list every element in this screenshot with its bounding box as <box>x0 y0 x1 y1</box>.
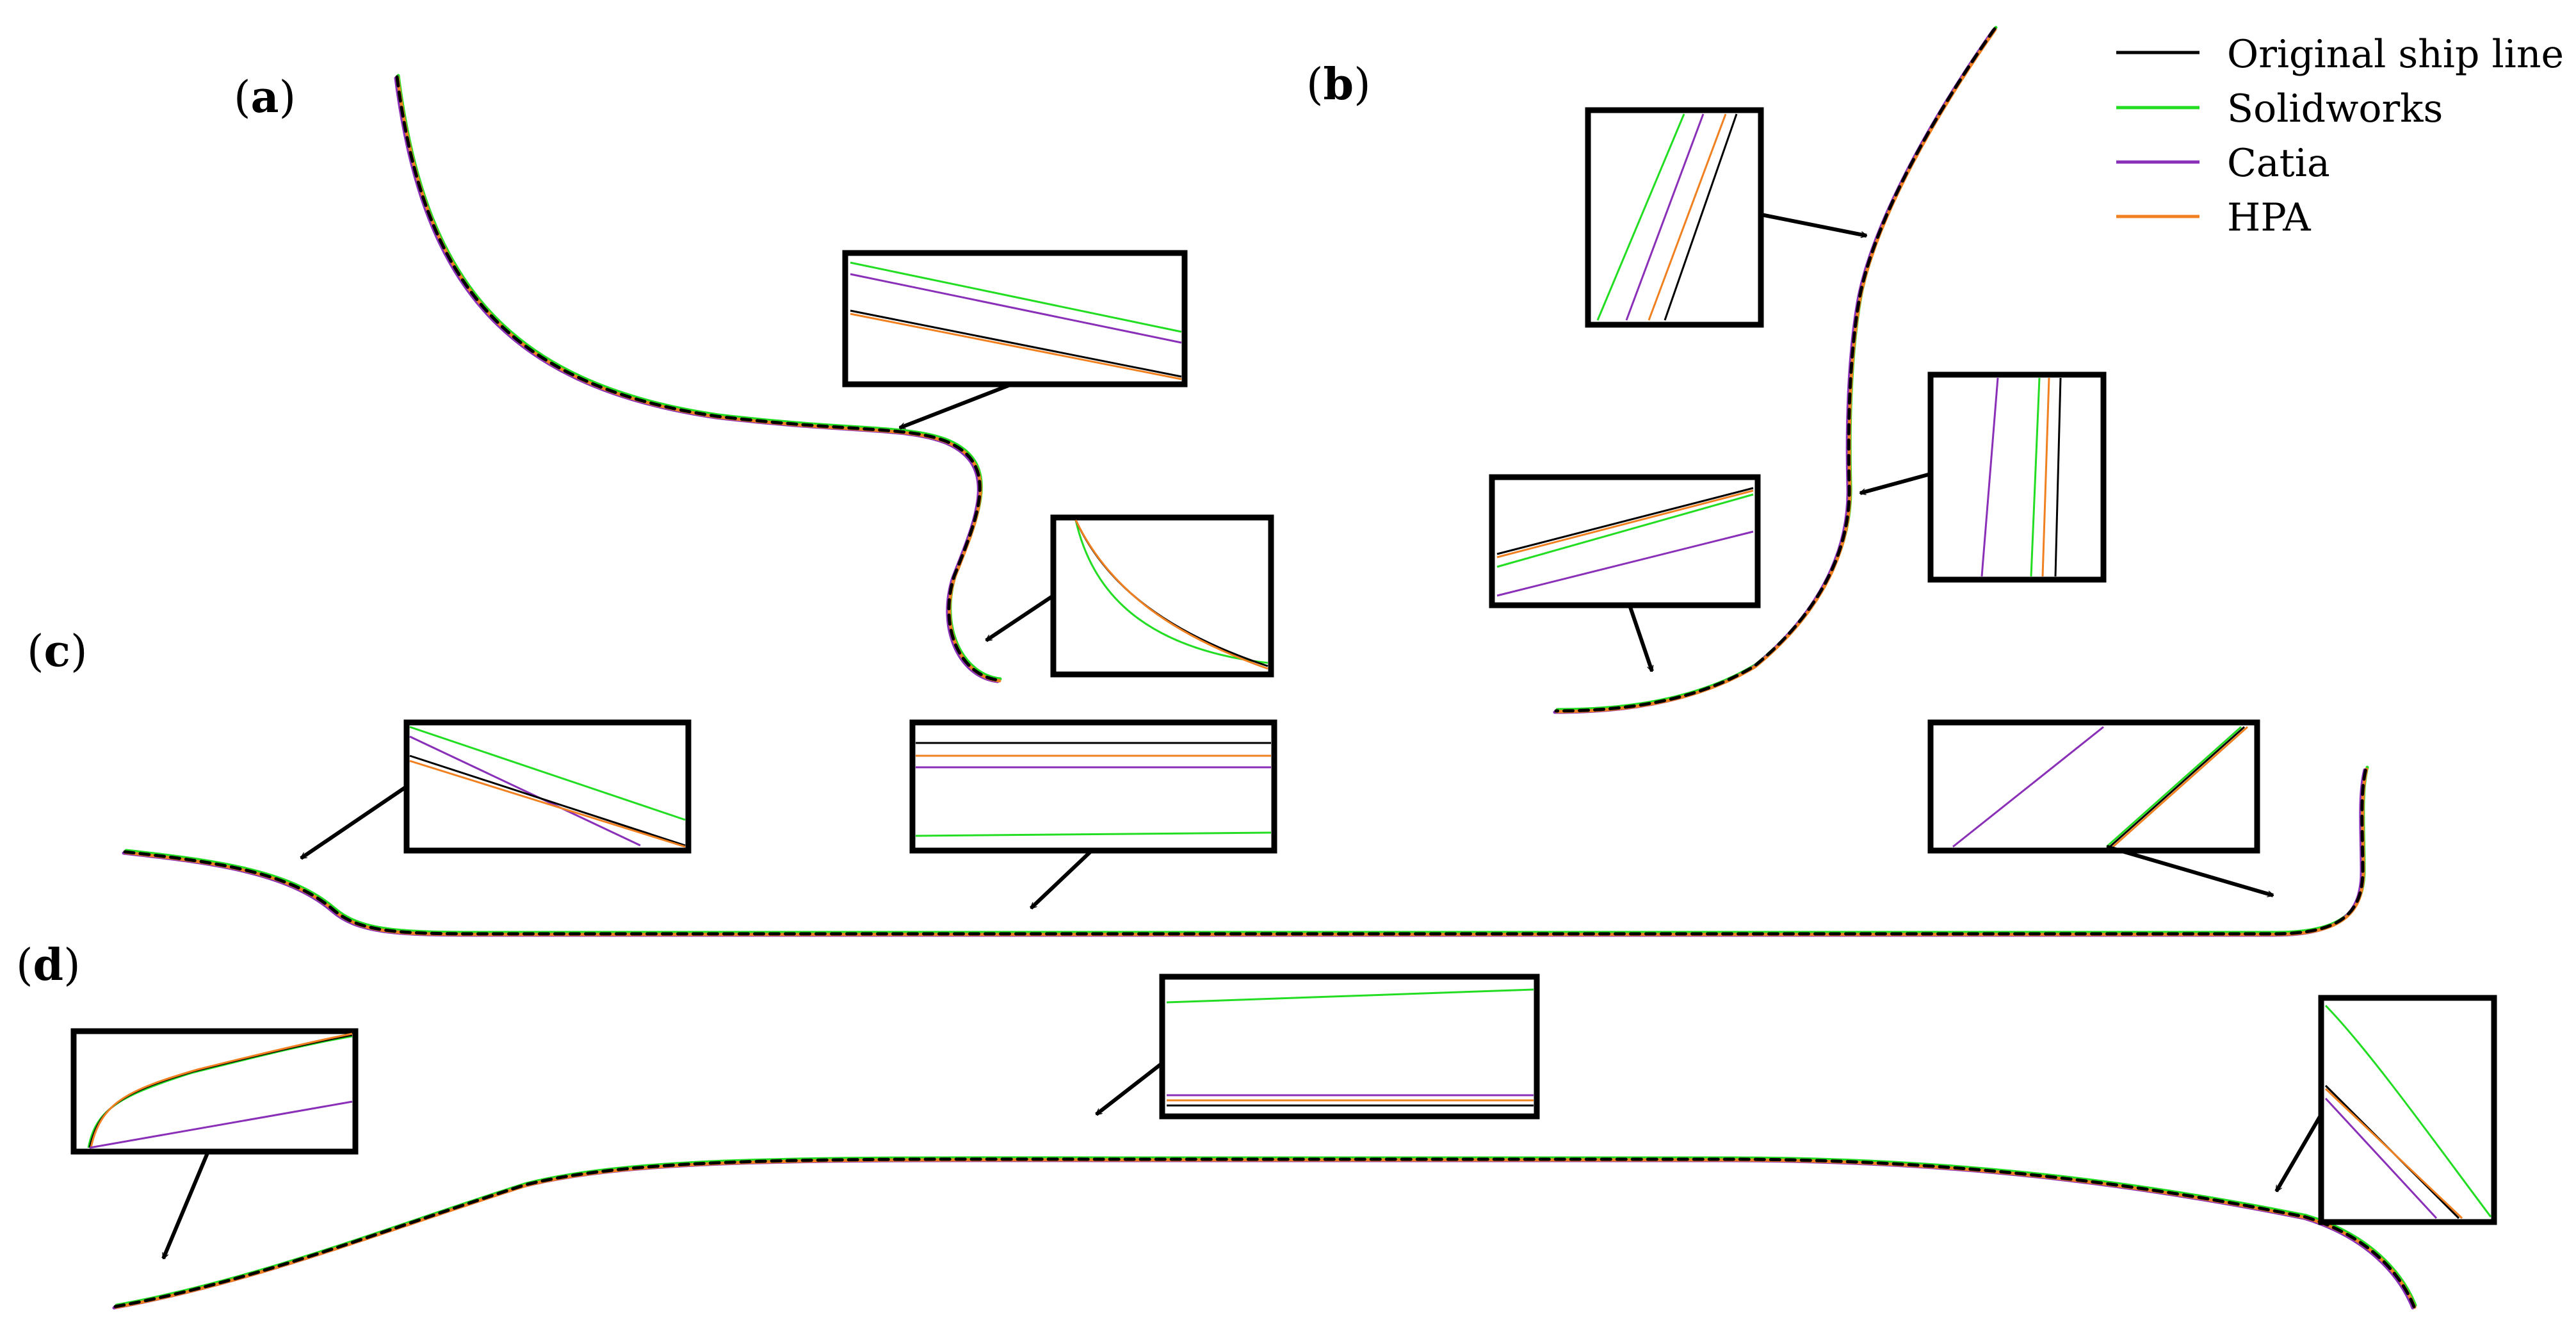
catia-zoom-line <box>850 273 1182 344</box>
panel-c <box>122 719 2369 937</box>
callout-arrow <box>2106 845 2273 895</box>
panel-b-main-curves <box>1553 26 1998 714</box>
callout-arrow <box>986 594 1055 642</box>
callout-arrow <box>161 1150 210 1259</box>
callout-arrow <box>1628 605 1654 671</box>
solidworks-zoom-line <box>1596 113 1685 321</box>
original-curve <box>1554 27 1997 713</box>
catia-zoom-line <box>1981 377 1999 577</box>
hpa-zoom-line <box>2324 1088 2463 1219</box>
panel-c-zoom-1 <box>301 719 692 860</box>
original-zoom-line <box>2054 377 2062 577</box>
solidworks-zoom-line <box>1074 519 1268 664</box>
catia-zoom-line <box>1625 113 1705 321</box>
panel-d-zoom-3 <box>2274 995 2497 1225</box>
panel-d-main-curves <box>112 1156 2417 1310</box>
original-zoom-line <box>850 309 1182 378</box>
zoom-box <box>842 250 1188 387</box>
legend-item-original: Original ship line <box>2116 32 2564 77</box>
catia-curve <box>112 1159 2415 1310</box>
original-zoom-line <box>2109 726 2245 848</box>
callout-arrow <box>301 785 408 860</box>
original-zoom-line <box>1496 487 1754 555</box>
zoom-box <box>909 719 1277 854</box>
solidworks-zoom-line <box>850 261 1182 333</box>
catia-zoom-line <box>1952 726 2104 848</box>
panel-label-a: (a) <box>234 72 296 123</box>
catia-zoom-line <box>2324 1097 2438 1219</box>
panel-a-zoom-1 <box>842 250 1188 430</box>
solidworks-zoom-line <box>409 726 686 821</box>
legend-item-catia: Catia <box>2116 141 2330 186</box>
legend-label-catia: Catia <box>2227 141 2330 186</box>
callout-arrow <box>1760 213 1867 236</box>
hpa-zoom-line <box>409 760 686 848</box>
panel-label-b: (b) <box>1306 59 1371 110</box>
legend-item-hpa: HPA <box>2116 195 2311 240</box>
catia-zoom-line <box>1496 530 1754 597</box>
legend-label-solidworks: Solidworks <box>2227 86 2443 131</box>
solidworks-zoom-line <box>2106 726 2242 848</box>
legend: Original ship line Solidworks Catia HPA <box>2116 32 2564 240</box>
panel-b-zoom-2 <box>1860 371 2107 583</box>
original-curve <box>123 767 2368 936</box>
original-curve <box>113 1157 2416 1309</box>
callout-arrow <box>1096 1061 1163 1116</box>
hpa-zoom-line <box>1648 113 1727 321</box>
panel-c-main-curves <box>122 765 2369 937</box>
solidworks-zoom-line <box>1166 988 1534 1004</box>
panel-b <box>1489 26 2107 714</box>
callout-arrow <box>1029 849 1094 910</box>
panel-b-zoom-3 <box>1489 474 1761 671</box>
panel-a-main-curves <box>394 74 1002 683</box>
panel-d <box>70 974 2497 1310</box>
panel-a <box>394 74 1274 683</box>
panel-c-zoom-2 <box>909 719 1277 910</box>
panel-label-c: (c) <box>27 626 87 677</box>
callout-arrow <box>2274 1113 2323 1191</box>
original-curve <box>395 75 1001 682</box>
hpa-zoom-line <box>90 1032 353 1148</box>
callout-arrow <box>900 382 1013 430</box>
zoom-box <box>70 1028 359 1155</box>
solidworks-zoom-line <box>2324 1004 2492 1218</box>
legend-label-hpa: HPA <box>2227 195 2311 240</box>
panel-d-zoom-2 <box>1096 974 1540 1120</box>
solidworks-zoom-line <box>915 831 1272 837</box>
hpa-zoom-line <box>2041 377 2050 577</box>
panel-b-zoom-1 <box>1585 107 1867 328</box>
panel-d-zoom-1 <box>70 1028 359 1259</box>
hpa-zoom-line <box>2112 726 2248 848</box>
callout-arrow <box>1860 472 1931 493</box>
hpa-zoom-line <box>1074 519 1268 670</box>
legend-item-solidworks: Solidworks <box>2116 86 2443 131</box>
solidworks-zoom-line <box>2030 377 2041 577</box>
panel-a-zoom-2 <box>986 514 1274 678</box>
panel-label-d: (d) <box>16 940 81 991</box>
catia-zoom-line <box>409 735 641 847</box>
original-zoom-line <box>409 754 686 847</box>
zoom-box <box>403 719 692 854</box>
solidworks-zoom-line <box>1496 493 1754 568</box>
zoom-box <box>1927 371 2107 583</box>
catia-zoom-line <box>89 1100 353 1149</box>
zoom-box <box>1927 719 2260 854</box>
original-zoom-line <box>1664 113 1738 321</box>
hpa-zoom-line <box>850 313 1182 380</box>
hpa-zoom-line <box>1496 489 1754 559</box>
panel-c-zoom-3 <box>1927 719 2273 895</box>
legend-label-original: Original ship line <box>2227 32 2564 77</box>
zoom-box <box>1585 107 1764 328</box>
